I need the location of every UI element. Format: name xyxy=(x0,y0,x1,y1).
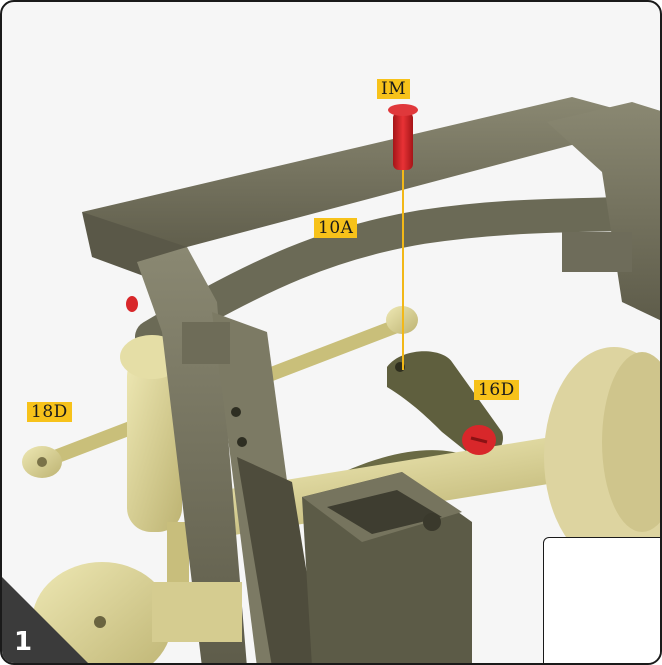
label-10a: 10A xyxy=(314,218,358,238)
screw-left-detail xyxy=(126,296,138,312)
gearbox-housing xyxy=(302,472,472,663)
detail-inset xyxy=(543,537,660,663)
screw-head-crank xyxy=(462,425,496,455)
label-16d: 16D xyxy=(474,380,519,400)
label-18d: 18D xyxy=(27,402,72,422)
step-badge xyxy=(2,577,88,663)
right-frame-rail xyxy=(547,102,660,321)
tube-10a xyxy=(135,195,660,354)
step-number: 1 xyxy=(14,627,33,657)
label-im: IM xyxy=(377,79,411,99)
screw-im xyxy=(388,104,418,170)
left-frame-rail xyxy=(137,247,322,663)
